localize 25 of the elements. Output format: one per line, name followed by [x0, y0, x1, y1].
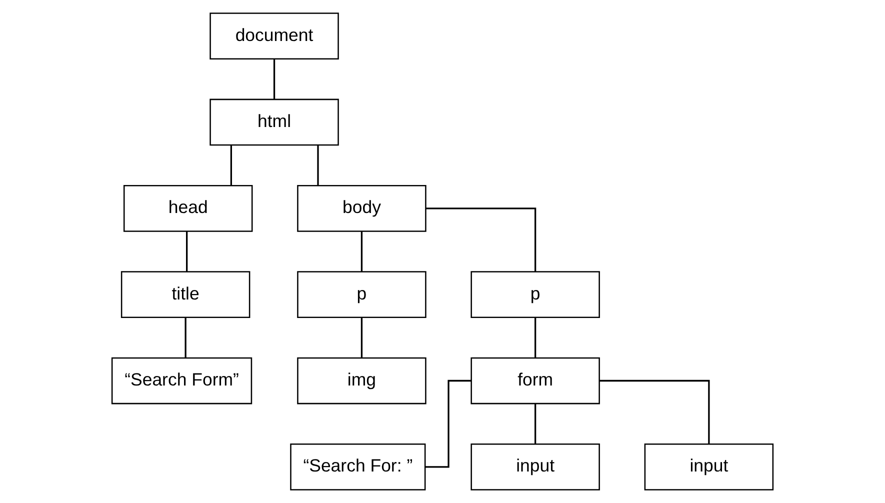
connector — [317, 145, 319, 186]
node-box: body — [297, 184, 426, 232]
node-box: form — [470, 357, 600, 404]
connector — [230, 145, 232, 186]
connector — [534, 318, 536, 358]
connector — [186, 232, 188, 272]
node-box: input — [644, 443, 774, 490]
node-box: title — [120, 271, 250, 318]
node-box: p — [470, 271, 600, 318]
connector — [425, 380, 472, 468]
connector — [273, 59, 276, 100]
node-box: input — [470, 443, 600, 490]
connector — [534, 404, 536, 444]
node-box: “Search Form” — [111, 357, 252, 404]
node-box: “Search For: ” — [290, 443, 426, 490]
node-box: img — [297, 357, 426, 404]
connector — [426, 208, 536, 272]
node-box: head — [123, 184, 253, 232]
node-box: document — [210, 12, 339, 60]
connector — [184, 318, 186, 358]
connector — [360, 318, 363, 358]
node-box: p — [297, 271, 426, 318]
connector — [360, 232, 363, 272]
node-box: html — [210, 98, 339, 146]
connector — [599, 380, 710, 444]
